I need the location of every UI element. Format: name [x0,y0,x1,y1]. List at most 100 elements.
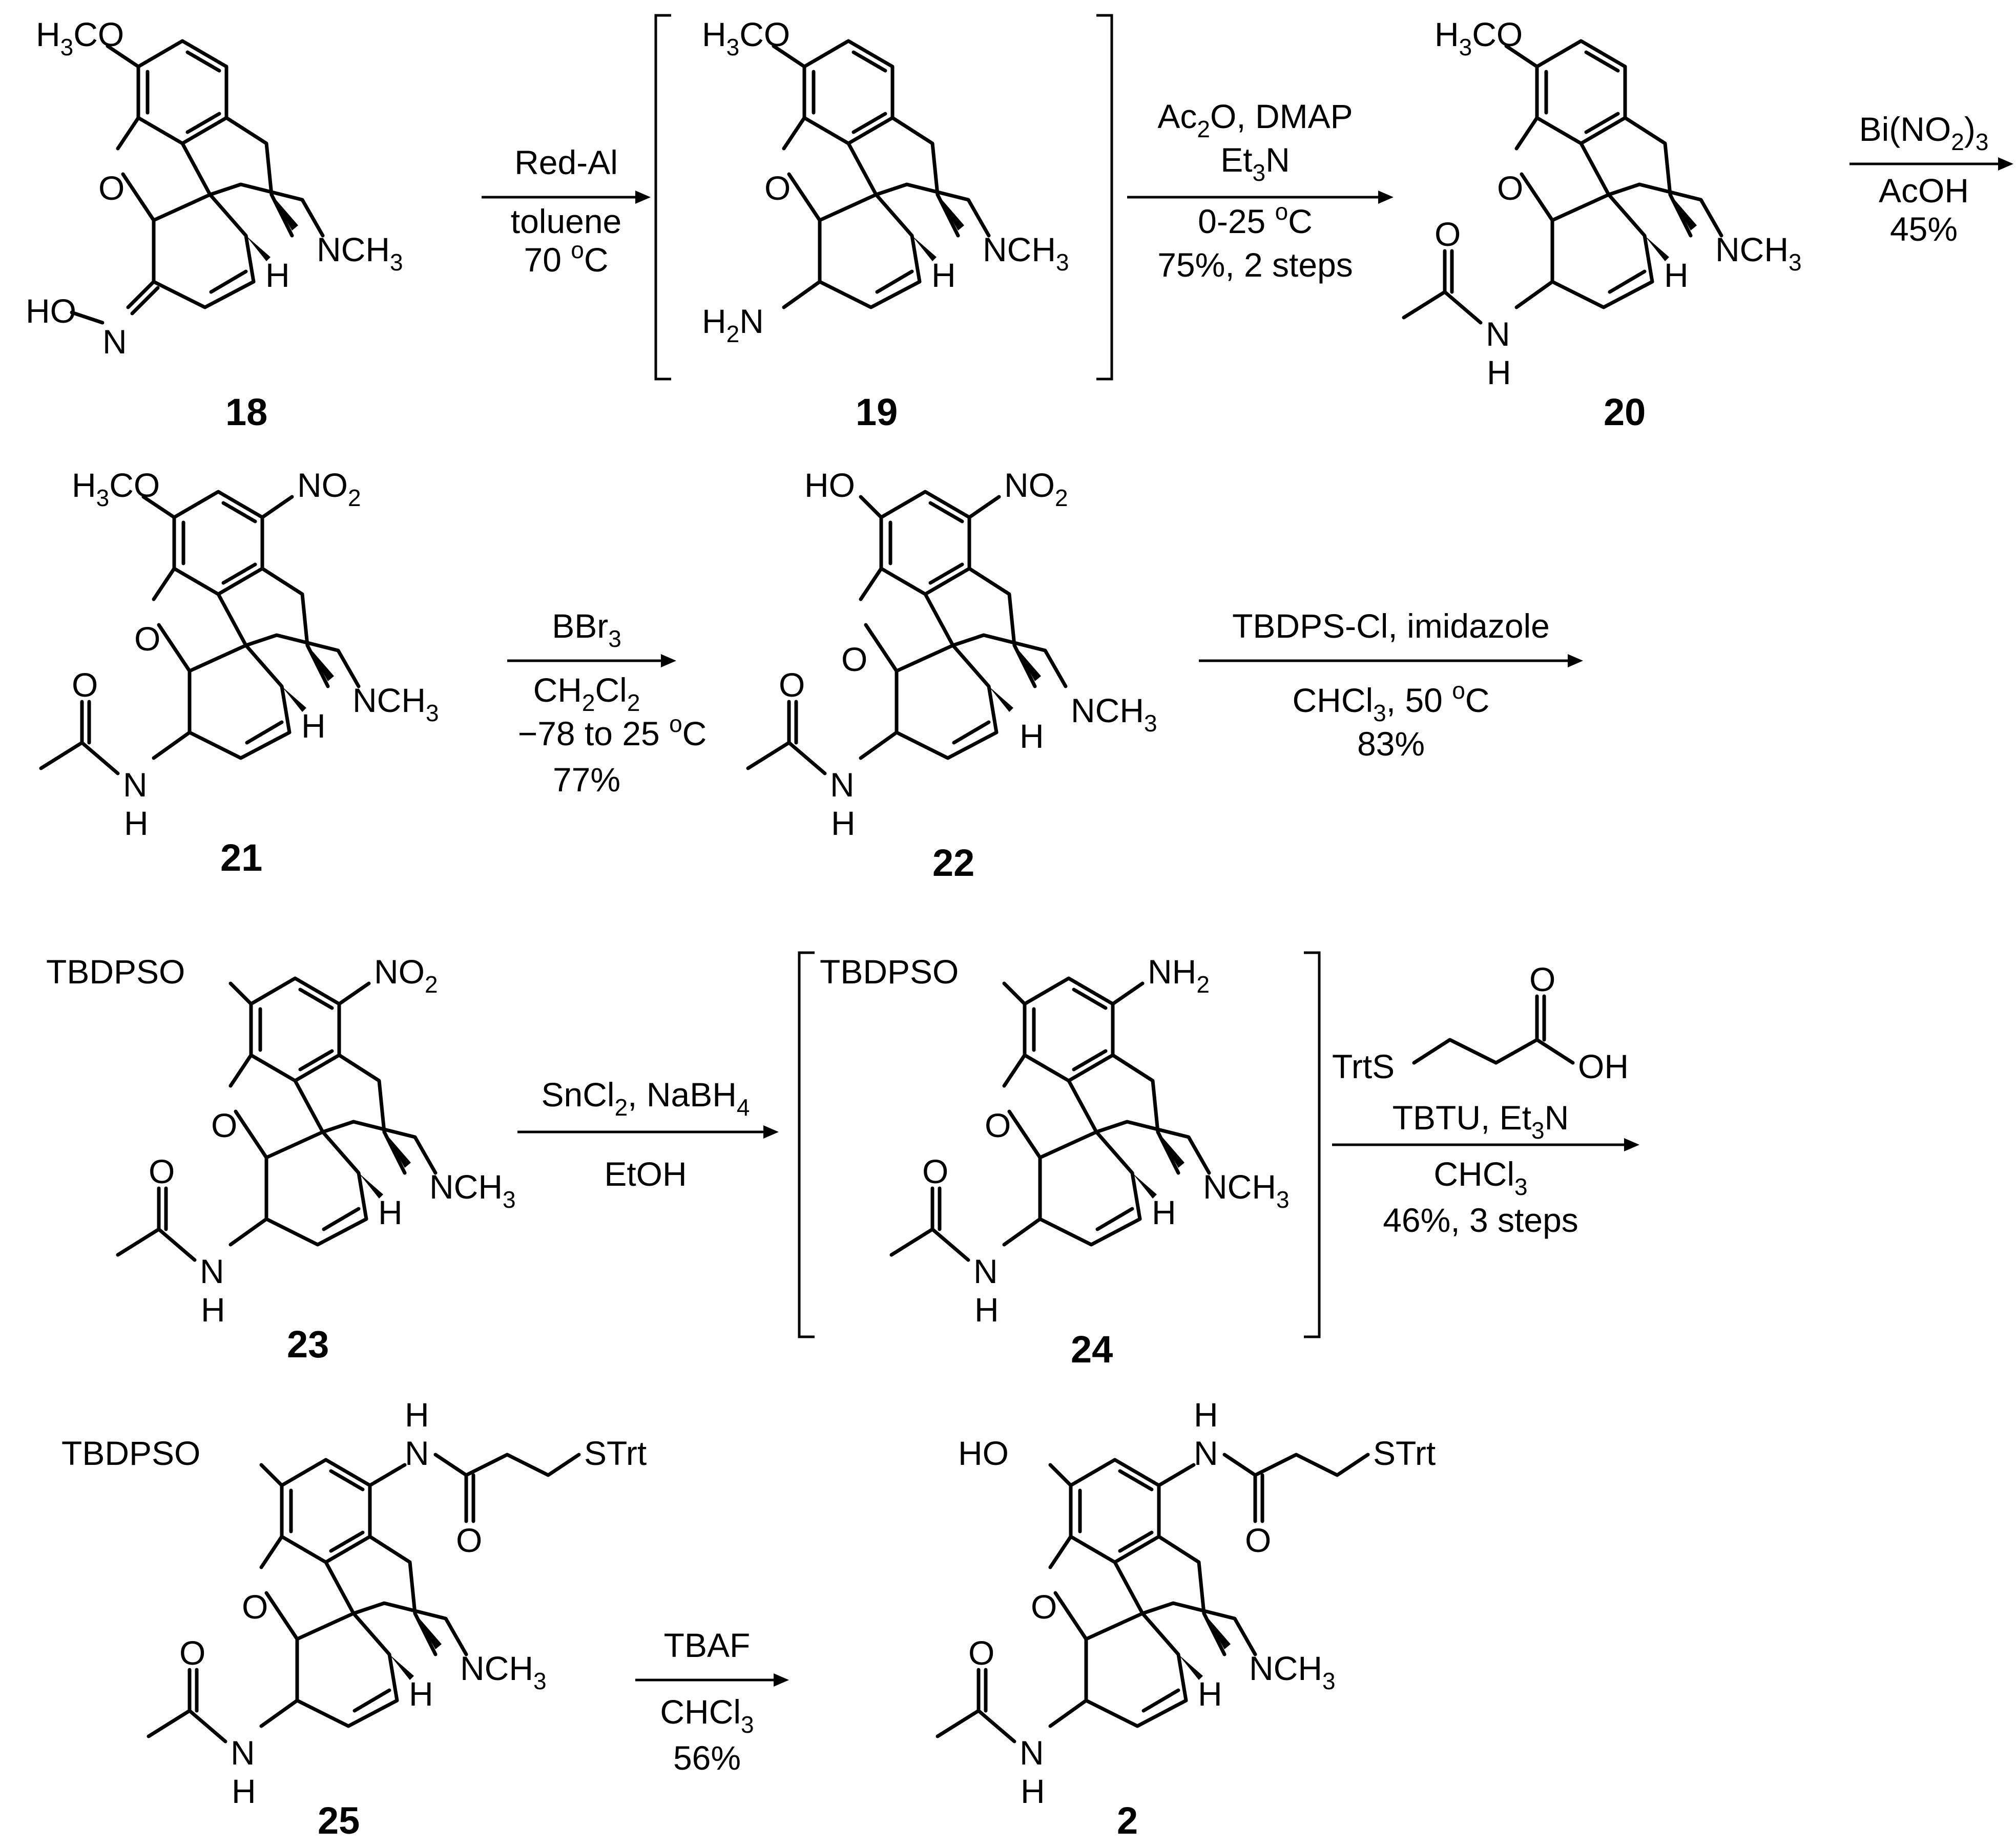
reagent-tbdps-cl: TBDPS-Cl, imidazole [1232,607,1550,645]
compound-label-19: 19 [856,391,898,433]
compound-label-25: 25 [318,1799,360,1842]
compound-20: H3CO O NCH3 H N H O 20 [1402,15,1802,433]
amide-h: H [1487,353,1511,391]
furan-oxygen: O [985,1106,1011,1144]
carbonyl-o: O [1435,215,1461,253]
furan-oxygen: O [764,169,791,207]
amide-h: H [405,1396,429,1434]
acid-carbonyl-o: O [1529,960,1555,998]
phenol-group: HO [804,466,855,504]
solvent-chcl3: CHCl3 [1433,1155,1527,1200]
furan-oxygen: O [98,169,124,207]
arrow-step4: BBr3 CH2Cl2 −78 to 25 oC 77% [507,607,706,799]
hydrogen-label: H [1152,1193,1176,1231]
amide-n: N [405,1434,429,1472]
reagent-ac2o-dmap: Ac2O, DMAP [1157,97,1353,142]
carbonyl-o: O [72,666,98,704]
n-methyl: NCH3 [460,1649,547,1694]
n-methyl: NCH3 [352,681,439,726]
solvent-ch2cl2: CH2Cl2 [533,671,640,716]
s-trityl: STrt [584,1434,647,1472]
n-methyl: NCH3 [317,230,403,276]
temp-minus78-25c: −78 to 25 oC [518,710,707,752]
arrow-step6: SnCl2, NaBH4 EtOH [517,1076,779,1193]
amide-n: N [830,766,855,804]
arrow-step8: TBAF CHCl3 56% [635,1626,789,1777]
amide-n: N [1486,315,1510,353]
solvent-chcl3: CHCl3 [660,1693,754,1738]
methoxy-group: H3CO [1435,15,1523,60]
reagent-bi-no2-3: Bi(NO2)3 [1859,110,1989,155]
reagent-red-al: Red-Al [514,143,618,181]
carbonyl-o: O [779,666,805,704]
amide-n: N [123,766,148,804]
bracket-24 [798,951,1321,1338]
hydrogen-label: H [378,1193,403,1231]
reagent-bbr3: BBr3 [552,607,621,652]
compound-25: TBDPSO N H O STrt O NCH3 H N H O 25 [61,1396,647,1842]
compound-22: HO NO2 O NCH3 H N H O 22 [746,466,1157,884]
compound-label-22: 22 [932,842,974,884]
compound-19: H3CO O NCH3 H H2N 19 [702,15,1069,433]
n-methyl: NCH3 [1203,1168,1290,1213]
arrow-step5: TBDPS-Cl, imidazole CHCl3, 50 oC 83% [1199,607,1583,763]
nitro-group: NO2 [374,953,438,998]
furan-oxygen: O [1031,1588,1057,1626]
hydrogen-label: H [1198,1675,1222,1713]
tbdps-ether: TBDPSO [820,953,959,991]
oxime-nitrogen: N [102,323,127,361]
carbonyl-o: O [968,1634,994,1672]
amide-n: N [231,1734,255,1772]
yield-83: 83% [1357,725,1425,763]
bracket-19 [654,14,1113,381]
methoxy-group: H3CO [702,15,790,60]
amide-h: H [1021,1772,1045,1810]
compound-18: H3CO O NCH3 H HO N 18 [26,15,403,433]
arrow-step2: Ac2O, DMAP Et3N 0-25 oC 75%, 2 steps [1127,97,1394,284]
solvent-toluene: toluene [511,202,622,240]
reagent-tbaf: TBAF [664,1626,751,1664]
compound-label-2: 2 [1117,1799,1138,1842]
arrow-step1: Red-Al toluene 70 oC [482,143,651,279]
phenol-group: HO [958,1434,1009,1472]
amide-h: H [124,804,149,842]
hydrogen-label: H [1664,256,1689,294]
reagent-tbtu-et3n: TBTU, Et3N [1393,1099,1569,1144]
compound-2: HO N H O STrt O NCH3 H N H O 2 [936,1396,1436,1842]
compound-label-24: 24 [1071,1328,1113,1371]
nitro-group: NO2 [297,466,361,511]
acid-oh: OH [1578,1047,1629,1085]
compound-21: H3CO NO2 O NCH3 H N H O 21 [39,466,439,879]
hydrogen-label: H [265,256,290,294]
arrow-step3: Bi(NO2)3 AcOH 45% [1849,110,2013,248]
compound-label-20: 20 [1604,391,1646,433]
amide-carbonyl-o: O [456,1521,482,1559]
furan-oxygen: O [1497,169,1523,207]
furan-oxygen: O [841,640,867,678]
compound-label-23: 23 [287,1323,329,1366]
amide-n: N [200,1252,224,1290]
yield-56: 56% [673,1739,741,1777]
temp-70c: 70 oC [524,237,608,279]
yield-46: 46%, 3 steps [1383,1201,1578,1239]
reagent-et3n: Et3N [1220,141,1290,186]
carbonyl-o: O [922,1152,948,1190]
amide-h: H [201,1291,225,1329]
oxime-group: HO [26,292,76,330]
tbdps-ether: TBDPSO [61,1434,200,1472]
yield-77: 77% [553,761,620,799]
tbdps-ether: TBDPSO [46,953,185,991]
yield-75: 75%, 2 steps [1157,246,1353,284]
trityl-thio: TrtS [1332,1047,1395,1085]
amide-h: H [1194,1396,1218,1434]
hydrogen-label: H [931,256,956,294]
furan-oxygen: O [242,1588,268,1626]
nitro-group: NO2 [1004,466,1068,511]
aniline-nh2: NH2 [1148,953,1210,998]
hydrogen-label: H [409,1675,433,1713]
furan-oxygen: O [134,620,160,658]
methoxy-group: H3CO [36,15,124,60]
compound-label-18: 18 [225,391,267,433]
n-methyl: NCH3 [1715,230,1802,276]
amide-h: H [974,1291,999,1329]
